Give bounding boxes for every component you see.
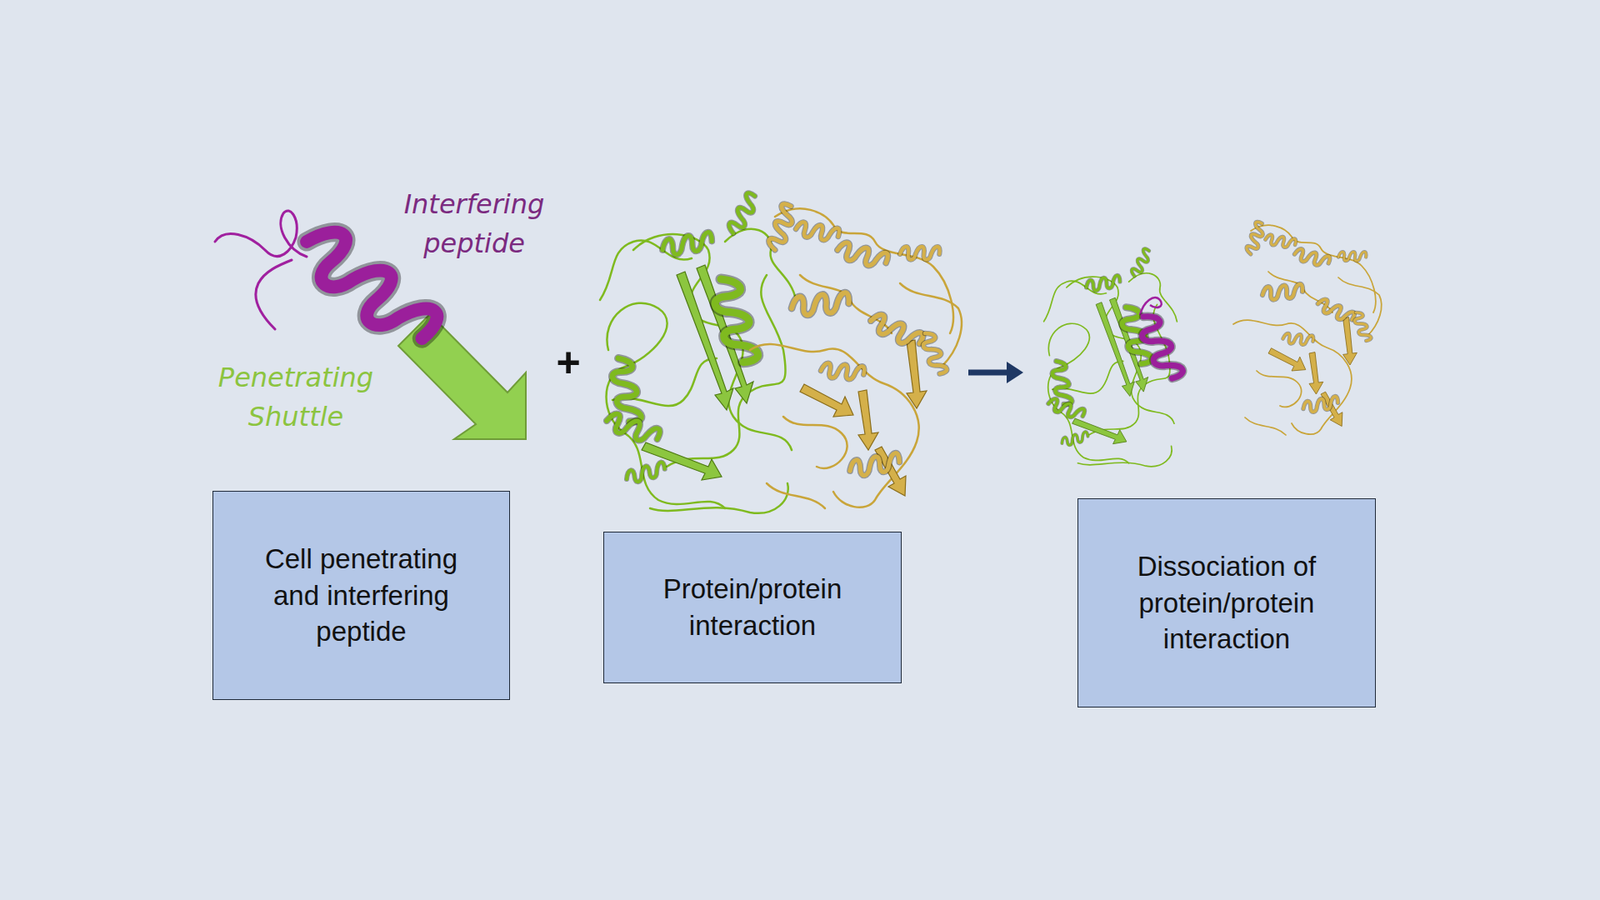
process-box: Dissociation of protein/protein interact… [1077, 498, 1376, 708]
gold-protein [750, 202, 962, 509]
box-text: Protein/protein interaction [639, 570, 866, 644]
peptide-helix [1135, 310, 1185, 383]
reaction-arrowhead [1006, 361, 1024, 384]
part-label: Interfering peptide [365, 185, 583, 264]
box-text: Cell penetrating and interfering peptide [248, 540, 475, 650]
reaction-arrow [968, 370, 1010, 376]
plus-sign: + [543, 337, 594, 388]
part-label: Penetrating Shuttle [187, 358, 405, 437]
process-box: Protein/protein interaction [603, 531, 902, 684]
box-text: Dissociation of protein/protein interact… [1113, 548, 1340, 658]
process-box: Cell penetrating and interfering peptide [212, 490, 510, 700]
gold-protein [1233, 220, 1382, 435]
peptide-helix [293, 219, 442, 355]
peptide-loop [215, 210, 307, 330]
